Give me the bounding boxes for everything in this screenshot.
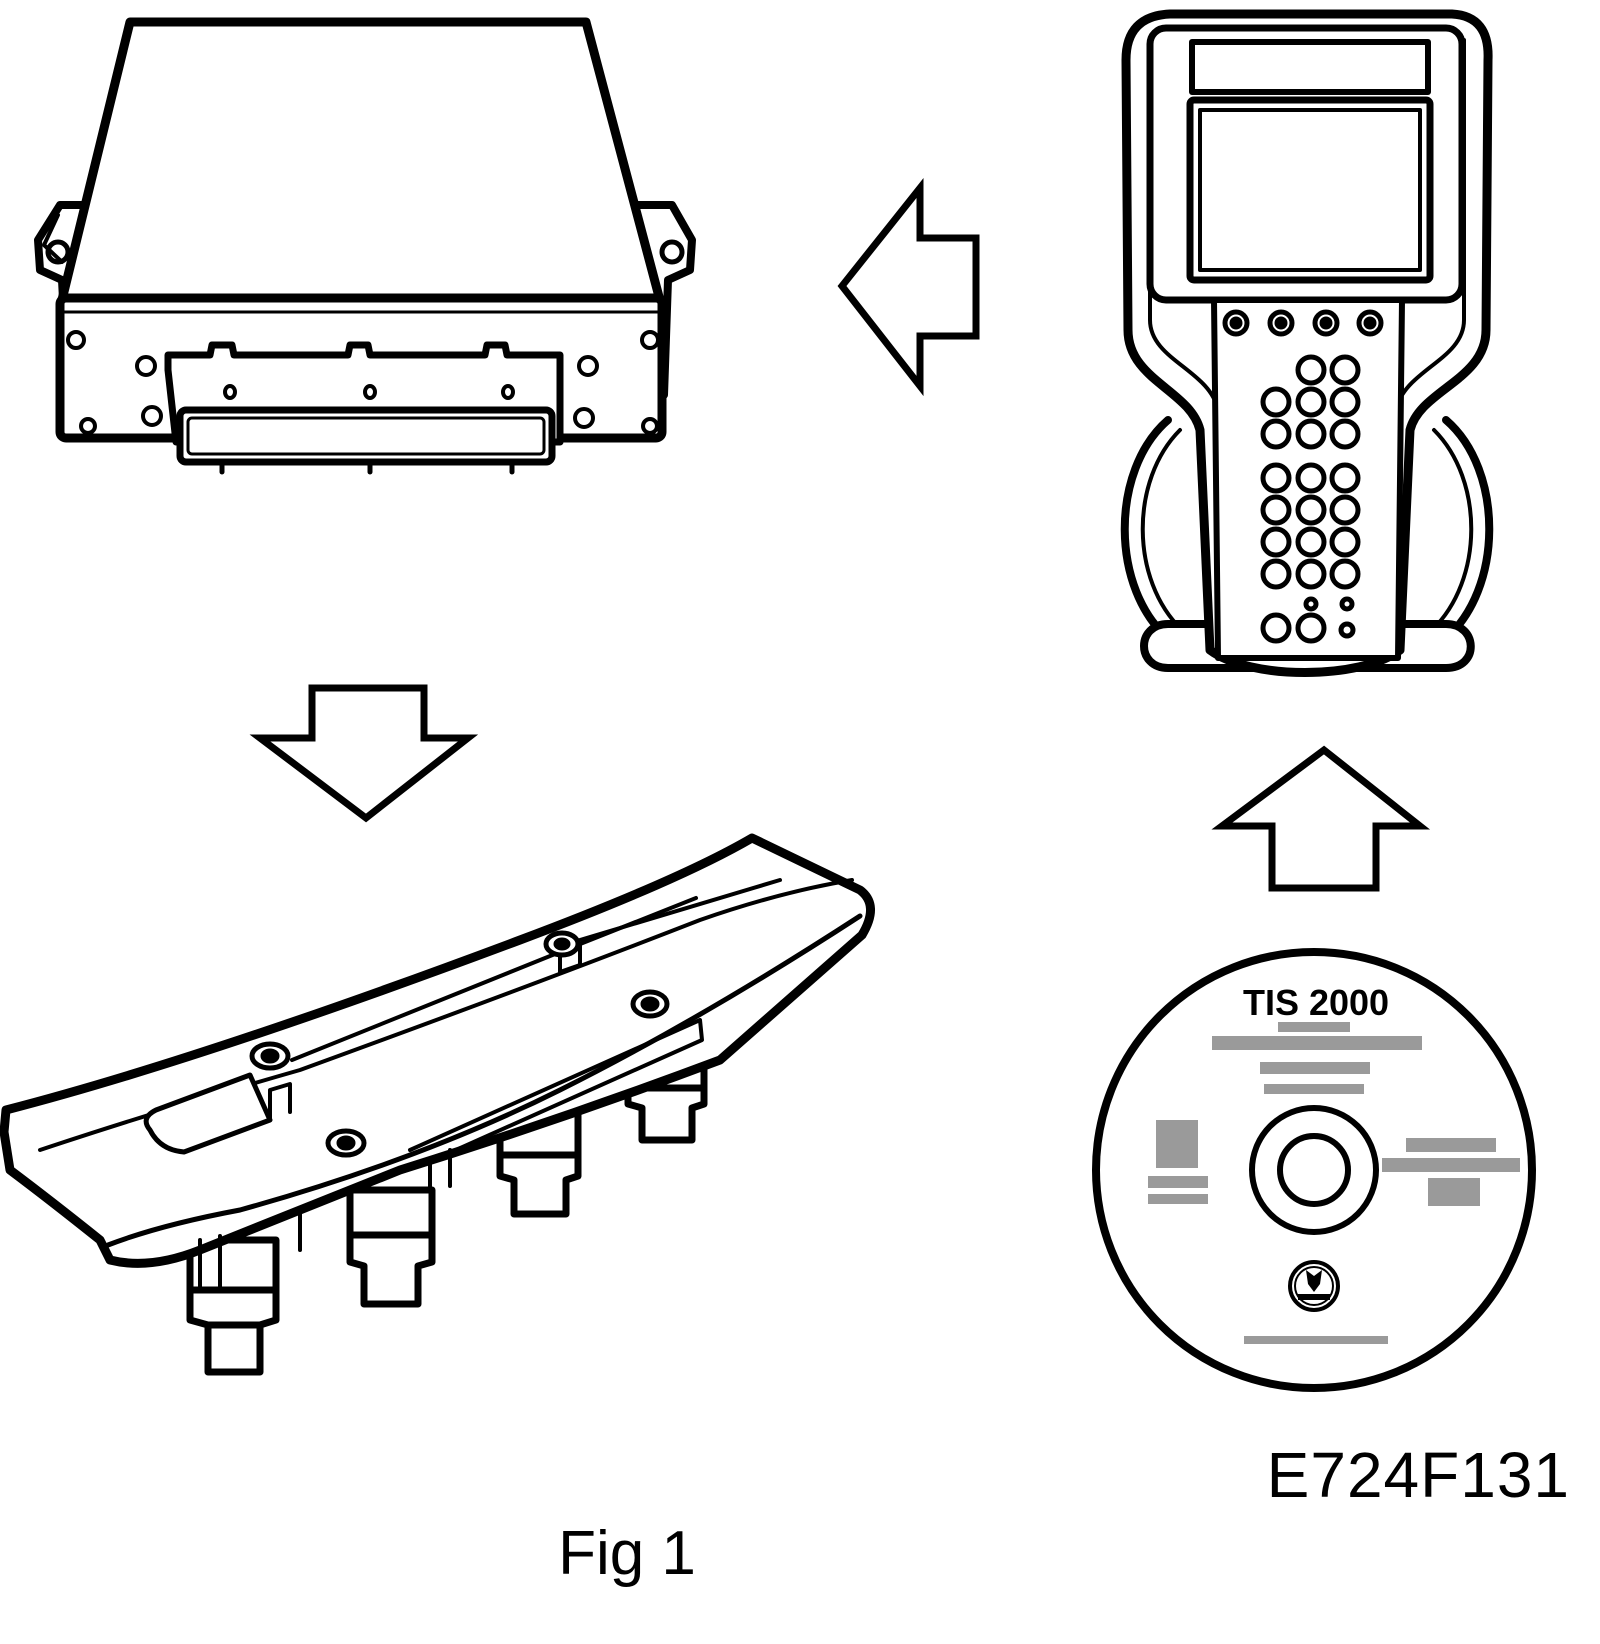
arrow-up-icon (1211, 745, 1431, 892)
cd-disc-icon: TIS 2000 (1092, 948, 1536, 1392)
saab-logo-icon (1288, 1260, 1340, 1312)
figure-caption: Fig 1 (558, 1519, 696, 1588)
figure-code: E724F131 (1266, 1439, 1570, 1511)
cd-title: TIS 2000 (1243, 982, 1389, 1023)
ignition-cassette-icon (0, 833, 875, 1376)
arrow-down-icon (249, 684, 479, 823)
ecu-module-icon (34, 17, 696, 475)
cd-blurred-text (1148, 1022, 1520, 1344)
diagnostic-tool-icon (1120, 9, 1494, 677)
arrow-left-icon (837, 177, 980, 397)
